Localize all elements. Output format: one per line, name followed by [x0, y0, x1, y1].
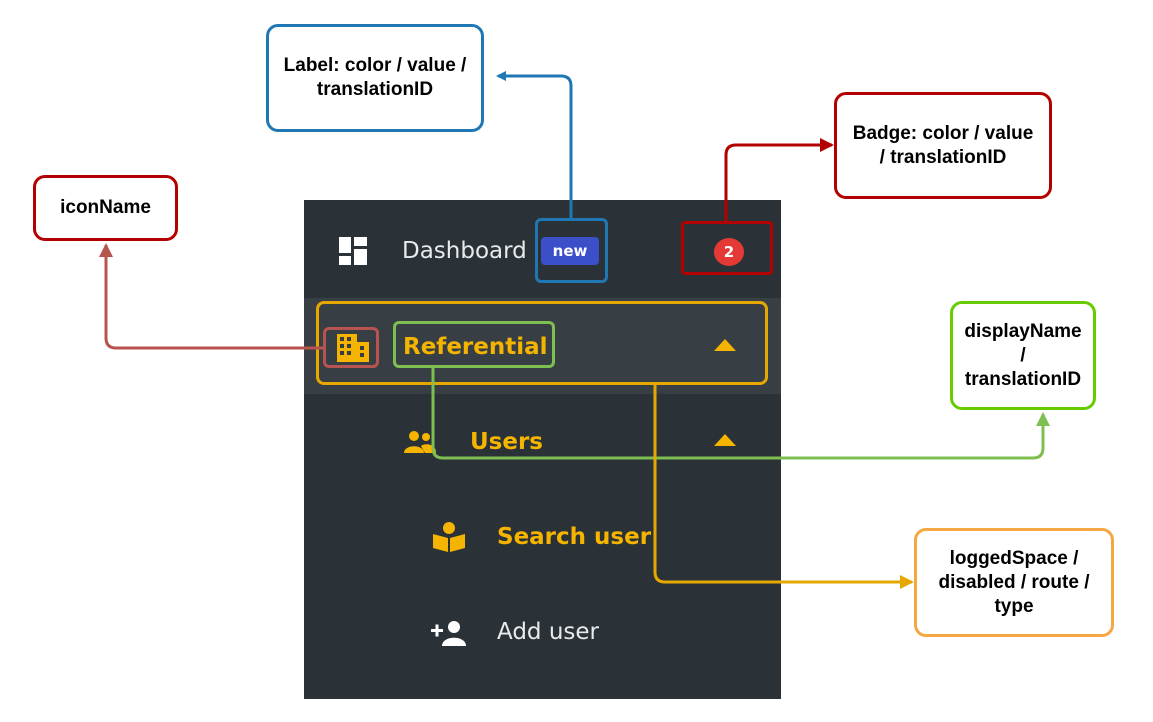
menu-item-referential-label[interactable]: Referential [403, 334, 548, 360]
icon-name-annotation-text: iconName [60, 197, 151, 218]
label-connector [496, 71, 573, 218]
logged-space-annotation: loggedSpace / disabled / route / type [914, 528, 1114, 637]
icon-name-connector [99, 243, 323, 350]
badge-annotation: Badge: color / value / translationID [834, 92, 1052, 199]
menu-item-users-label[interactable]: Users [470, 429, 543, 455]
menu-item-referential-highlight[interactable] [304, 298, 781, 394]
display-name-annotation: displayName / translationID [950, 301, 1096, 410]
badge-annotation-line1: Badge: color / value [852, 122, 1034, 144]
building-icon [337, 334, 369, 362]
display-name-annotation-line3: translationID [964, 368, 1082, 390]
badge-highlight [681, 221, 773, 275]
display-name-highlight [393, 321, 555, 368]
dashboard-icon [339, 237, 367, 265]
display-name-annotation-line1: displayName [964, 320, 1082, 342]
menu-item-search-user-label[interactable]: Search user [497, 524, 652, 550]
label-annotation: Label: color / value / translationID [266, 24, 484, 132]
label-highlight [535, 218, 608, 283]
chevron-up-icon[interactable] [714, 339, 736, 351]
icon-highlight [323, 327, 379, 368]
menu-item-highlight [316, 301, 768, 385]
menu-item-add-user-label[interactable]: Add user [497, 619, 600, 645]
logged-space-connector [653, 385, 914, 589]
label-annotation-line2: translationID [316, 79, 434, 100]
label-annotation-line1: Label: color / value / [283, 55, 467, 76]
new-label-chip: new [541, 237, 599, 265]
menu-item-dashboard-label[interactable]: Dashboard [402, 238, 527, 264]
badge-connector [724, 138, 834, 221]
logged-space-annotation-line1: loggedSpace / [949, 547, 1079, 569]
icon-name-annotation: iconName [33, 175, 178, 241]
sidebar-menu [304, 200, 781, 699]
logged-space-annotation-line3: type [994, 595, 1034, 617]
badge-annotation-line2: / translationID [879, 146, 1007, 168]
display-name-connector [431, 368, 1050, 460]
reader-icon [433, 522, 465, 552]
chevron-up-icon[interactable] [714, 434, 736, 446]
display-name-annotation-line2: / [1020, 344, 1026, 366]
logged-space-annotation-line2: disabled / route / [938, 571, 1090, 593]
notification-badge: 2 [714, 238, 744, 266]
add-user-icon [431, 621, 466, 646]
